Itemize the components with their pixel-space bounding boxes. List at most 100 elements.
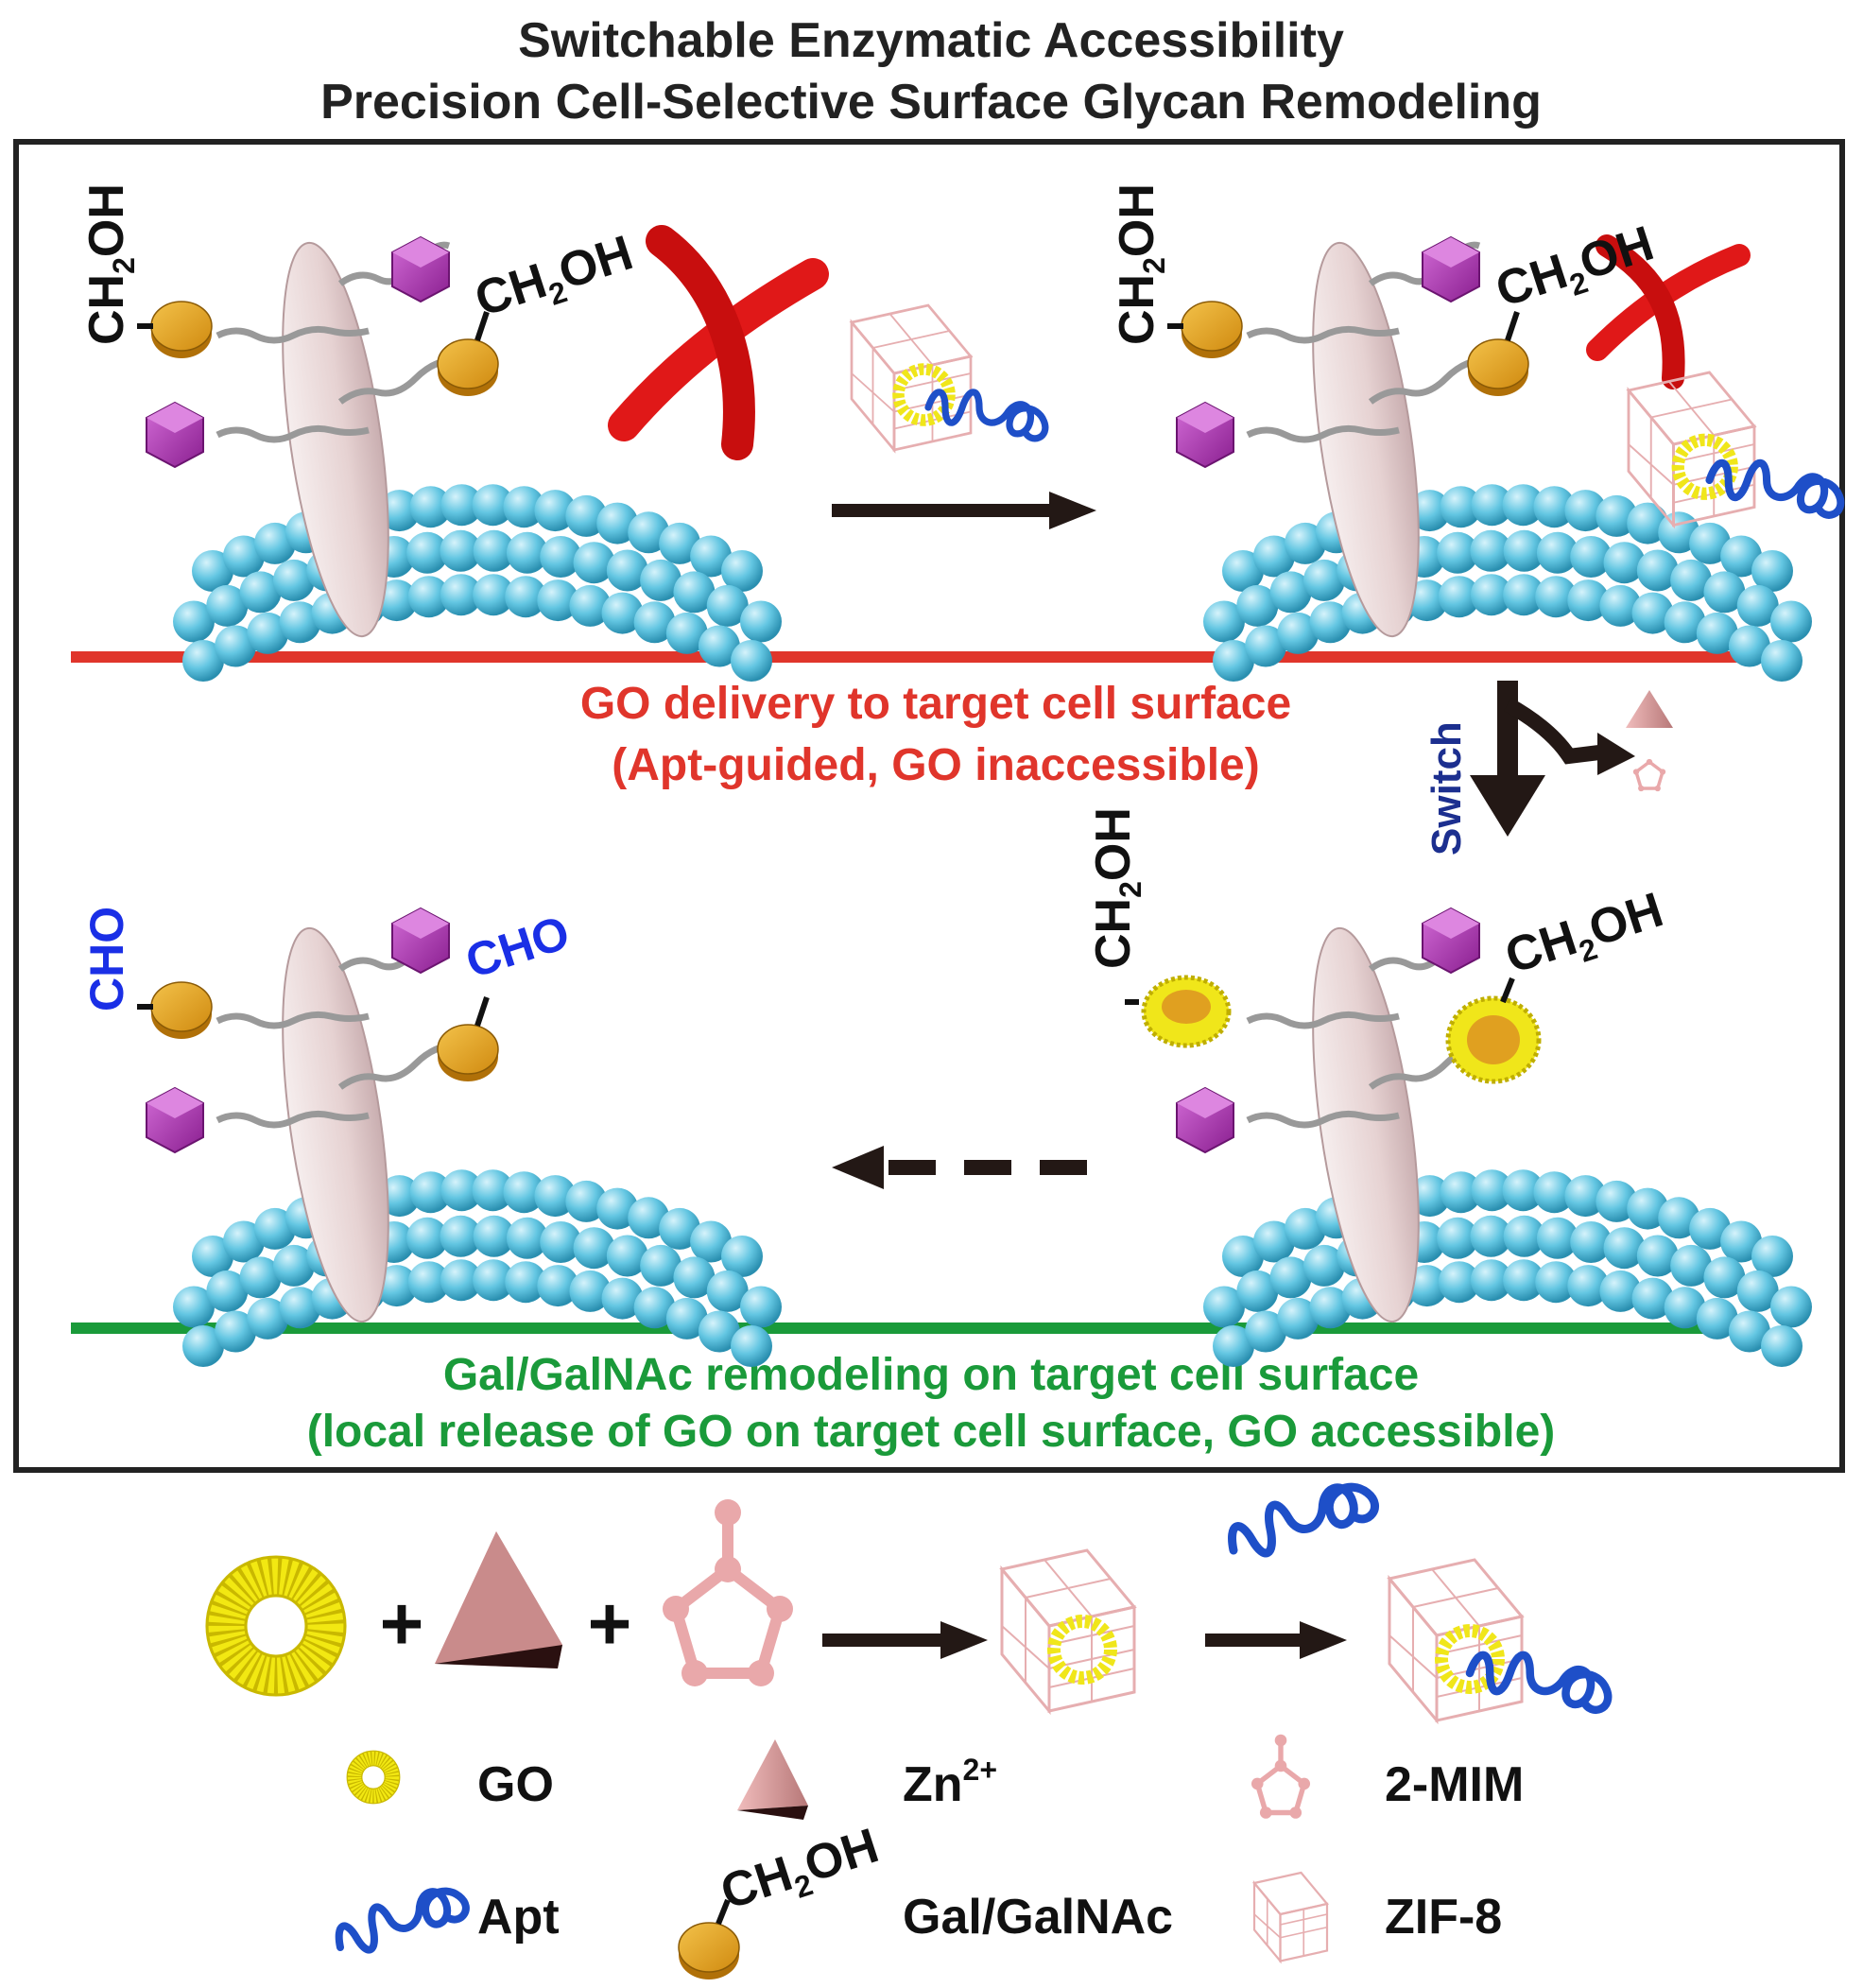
membrane-bead [473,1215,515,1257]
membrane-bead [690,1220,733,1263]
go-ring-large [227,1577,326,1676]
membrane-bead [1570,1221,1613,1263]
membrane-bead [440,1259,482,1302]
mim-icon [1251,1734,1311,1819]
membrane-bead [1631,592,1674,634]
arrow-synthesis-1 [822,1621,988,1659]
membrane-bead [721,1236,763,1277]
membrane-bead [503,1171,545,1214]
membrane-bead [665,612,708,654]
dashed-arrow-left [832,1146,1087,1189]
plus-1: + [380,1582,424,1666]
membrane-bead [565,494,608,537]
membrane-bead [1470,1259,1512,1302]
legend-ch2oh: CH2OH [715,1818,888,1927]
legend: GO Zn2+ 2-MIM Apt CH2OH Gal/GalNAc [332,1734,1524,1980]
membrane-bead [1252,1220,1295,1263]
membrane-bead [1470,529,1512,572]
membrane-bead [1471,1169,1513,1212]
membrane-bead [606,1235,648,1277]
switch-label: Switch [1423,721,1470,856]
membrane-bead [596,1187,639,1230]
membrane-bead [540,1221,582,1263]
membrane-bead [473,574,515,616]
membrane-bead [1696,1297,1738,1340]
membrane-bead [1689,1207,1732,1250]
membrane-bead [182,1325,224,1367]
glycoprotein-top-left [137,236,499,638]
membrane-bead [1302,559,1345,601]
membrane-bead [1309,601,1352,644]
membrane-bead [1503,1215,1545,1257]
membrane-bead [1440,486,1482,528]
caption-delivery-1: GO delivery to target cell surface [580,679,1291,729]
aptamer-reagent [1224,1461,1380,1584]
membrane-bead [1406,579,1448,622]
membrane-bead [1503,574,1545,616]
membrane-bead [673,1256,716,1299]
membrane-bead [1596,494,1638,537]
membrane-bead [1703,571,1746,614]
membrane-bead [1751,1236,1793,1277]
main-frame [13,139,1845,1473]
membrane-bead [1770,1286,1812,1328]
membrane-bead [239,571,282,614]
membrane-bead [173,1286,215,1328]
membrane-bead [1636,549,1679,592]
membrane-bead [1728,625,1770,667]
label-cho-bl-angled: CHO [459,906,576,989]
membrane-bead [569,584,612,627]
switch-arrow [1470,681,1673,837]
membrane-bead [1438,576,1480,618]
label-cho-bl-vertical: CHO [80,907,133,1011]
zif-cage-go-aptamer [1389,1560,1608,1720]
membrane-bead [1502,484,1544,527]
membrane-bead [239,1256,282,1299]
arrow-top-right [832,492,1096,529]
membrane-bead [1599,1270,1642,1312]
membrane-bead [1636,1235,1679,1277]
zif-aptamer-reagent [852,305,1045,450]
membrane-bead [1670,1244,1713,1287]
legend-zn: Zn2+ [903,1753,997,1812]
membrane-bead [1535,576,1578,618]
membrane-bead [1470,574,1512,616]
zn-icon [737,1739,808,1820]
membrane-bead [534,1175,577,1218]
membrane-bead [706,584,749,627]
membrane-bead [740,600,782,643]
label-ch2oh-br-angled: CH2OH [1499,882,1669,984]
plus-2: + [588,1582,632,1666]
membrane-bead [440,529,482,572]
caption-remodel-1: Gal/GalNAc remodeling on target cell sur… [443,1350,1419,1400]
membrane-bead [1236,1270,1279,1312]
membrane-bead [640,1244,682,1287]
membrane-bead [1277,1297,1320,1340]
membrane-bead [182,640,224,682]
membrane-bead [206,1270,249,1312]
membrane-bead [192,550,233,592]
membrane-bead [1252,535,1295,578]
membrane-bead [440,1215,482,1257]
zn-tetrahedron-large [435,1531,562,1668]
membrane-bead [659,1207,701,1250]
svg-text:CH2OH: CH2OH [715,1818,888,1927]
legend-gal: Gal/GalNAc [903,1890,1173,1945]
membrane-bead [1728,1310,1770,1353]
membrane-bead [472,1169,514,1212]
membrane-bead [1222,1236,1264,1277]
membrane-bead [1470,1215,1512,1257]
membrane-bead [569,1270,612,1312]
membrane-bead [1596,1180,1638,1222]
membrane-bead [1564,1175,1607,1218]
gal-icon [678,1922,740,1980]
membrane-bead [505,1261,547,1304]
membrane-bead [1213,1325,1254,1367]
membrane-bead [1213,640,1254,682]
membrane-bead [1471,484,1513,527]
membrane-bead [440,484,483,527]
membrane-bottom-left [173,1169,782,1367]
membrane-bead [272,1244,315,1287]
membrane-bead [1627,1187,1669,1230]
membrane-bead [222,1220,265,1263]
